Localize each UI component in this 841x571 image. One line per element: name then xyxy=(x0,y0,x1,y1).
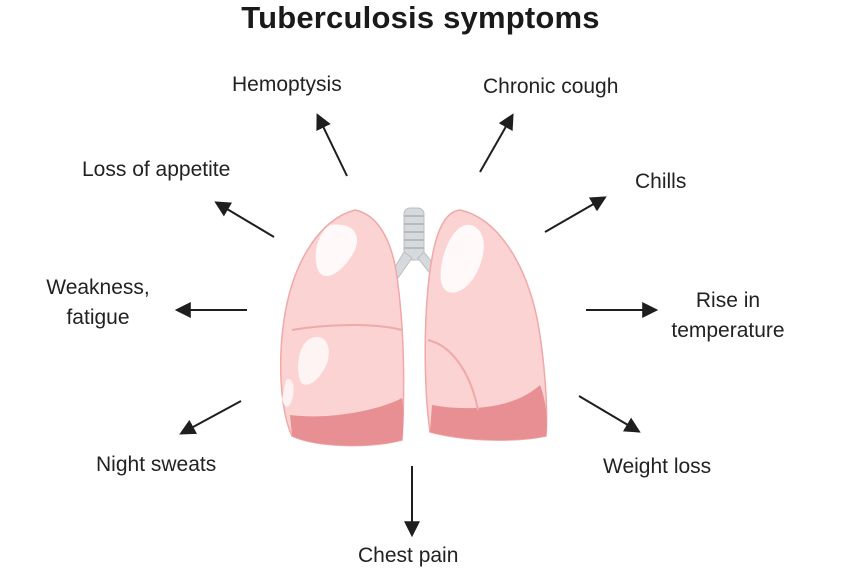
symptom-night-sweats: Night sweats xyxy=(96,453,217,476)
symptom-chills: Chills xyxy=(635,170,687,193)
right-lung xyxy=(424,209,548,441)
symptom-chest-pain: Chest pain xyxy=(358,544,459,567)
arrow-loss-of-appetite xyxy=(214,201,275,238)
symptom-hemoptysis: Hemoptysis xyxy=(232,73,342,96)
left-lung xyxy=(279,209,405,447)
diagram-title: Tuberculosis symptoms xyxy=(241,0,600,35)
symptom-chronic-cough: Chronic cough xyxy=(483,75,619,98)
arrow-weight-loss xyxy=(578,395,641,433)
symptom-weakness-line1: Weakness, xyxy=(46,276,150,299)
symptom-weakness-fatigue: Weakness, fatigue xyxy=(40,273,156,333)
symptom-rise-line1: Rise in xyxy=(695,289,761,312)
symptom-weakness-line2: fatigue xyxy=(66,306,130,329)
symptom-rise-line2: temperature xyxy=(671,319,785,342)
arrow-chronic-cough xyxy=(479,113,514,173)
symptom-weight-loss: Weight loss xyxy=(603,455,712,478)
arrow-hemoptysis xyxy=(316,113,348,177)
symptom-loss-of-appetite: Loss of appetite xyxy=(82,158,231,181)
symptom-rise-in-temperature: Rise in temperature xyxy=(662,286,794,346)
arrow-chills xyxy=(544,196,607,233)
arrow-night-sweats xyxy=(179,400,242,435)
